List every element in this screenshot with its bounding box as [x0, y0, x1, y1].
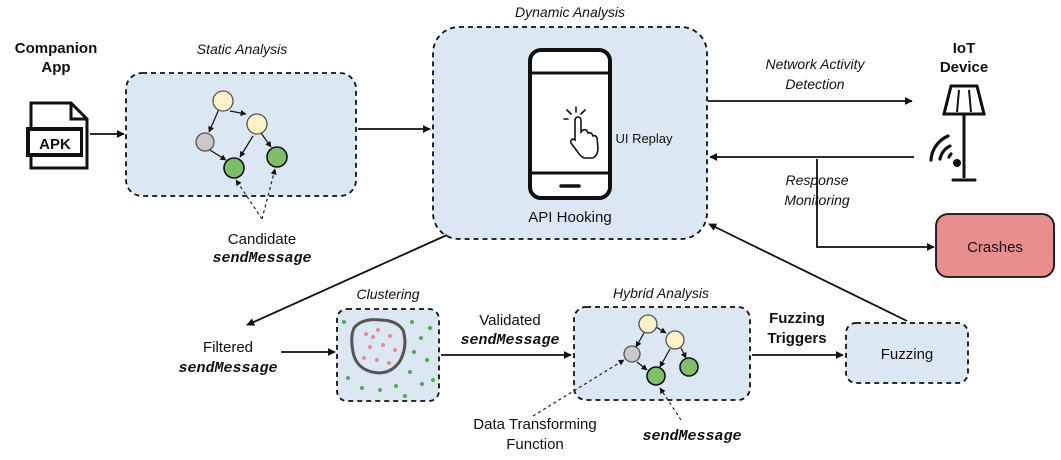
- sendmessage-pointer: [659, 387, 682, 421]
- cluster-point-outlier: [431, 378, 435, 382]
- hybrid-analysis-title: Hybrid Analysis: [613, 285, 709, 301]
- data-transforming-label-line1: Data Transforming: [473, 416, 596, 433]
- arrow-monitoring-to-crashes: [816, 159, 935, 251]
- cluster-point-outlier: [360, 386, 364, 390]
- network-activity-label-line2: Detection: [785, 76, 844, 92]
- hybrid-sendmessage-label: sendMessage: [642, 428, 741, 445]
- graph-node-sink: [266, 146, 288, 168]
- cluster-point-outlier: [408, 370, 412, 374]
- clustering-title: Clustering: [356, 286, 419, 302]
- graph-node-sink: [223, 157, 245, 179]
- ui-replay-label: UI Replay: [615, 131, 673, 146]
- fuzzing-triggers-label-line1: Fuzzing: [769, 310, 825, 327]
- graph-node: [195, 132, 215, 152]
- arrow-fuzzing-to-dynamic: [708, 223, 908, 322]
- cluster-point-outlier: [410, 320, 414, 324]
- api-hooking-label: API Hooking: [528, 209, 611, 226]
- tap-gesture-icon: [563, 106, 599, 159]
- arrow-dynamic-to-filtered: [246, 234, 448, 326]
- cluster-point-outlier: [346, 376, 350, 380]
- cluster-point-inlier: [371, 335, 375, 339]
- cluster-point-inlier: [364, 332, 368, 336]
- iot-device-label-line1: IoT: [953, 40, 976, 57]
- crashes-box: [935, 213, 1055, 278]
- static-analysis-title: Static Analysis: [197, 41, 288, 57]
- hybrid-analysis-box: [573, 306, 751, 401]
- static-analysis-box: [125, 72, 357, 197]
- apk-file-icon: [26, 101, 89, 170]
- cluster-point-outlier: [425, 358, 429, 362]
- graph-node-sink: [679, 357, 699, 377]
- smartphone-icon: [528, 48, 612, 200]
- candidate-pointer: [261, 168, 277, 220]
- fuzzing-box: [845, 322, 969, 384]
- graph-node: [623, 345, 641, 363]
- iot-lamp-icon: [942, 84, 986, 182]
- clustering-box: [336, 308, 440, 402]
- graph-node: [246, 113, 268, 135]
- cluster-point-inlier: [376, 328, 380, 332]
- cluster-point-inlier: [388, 334, 392, 338]
- fuzzing-triggers-label-line2: Triggers: [767, 330, 826, 347]
- cluster-point-inlier: [368, 345, 372, 349]
- graph-node: [665, 330, 685, 350]
- cluster-point-outlier: [378, 388, 382, 392]
- graph-node: [638, 314, 658, 334]
- candidate-sendmessage-label: sendMessage: [212, 250, 311, 267]
- cluster-point-outlier: [420, 382, 424, 386]
- cluster-points: [342, 320, 435, 398]
- validated-sendmessage-label: sendMessage: [460, 332, 559, 349]
- data-transforming-label-line2: Function: [506, 436, 564, 453]
- filtered-sendmessage-label: sendMessage: [178, 360, 277, 377]
- cluster-point-inlier: [393, 348, 397, 352]
- cluster-point-outlier: [419, 336, 423, 340]
- validated-label: Validated: [479, 312, 540, 329]
- cluster-outline: [350, 318, 407, 375]
- candidate-label: Candidate: [228, 231, 296, 248]
- cluster-point-outlier: [428, 326, 432, 330]
- dynamic-analysis-title: Dynamic Analysis: [515, 4, 625, 20]
- cluster-point-outlier: [403, 394, 407, 398]
- hybrid-call-graph: [623, 314, 699, 386]
- companion-app-label-line1: Companion: [15, 40, 98, 57]
- crashes-label: Crashes: [967, 239, 1023, 256]
- cluster-point-inlier: [375, 358, 379, 362]
- candidate-pointer: [235, 179, 263, 220]
- cluster-point-inlier: [381, 343, 385, 347]
- filtered-label: Filtered: [203, 339, 253, 356]
- companion-app-label-line2: App: [41, 59, 70, 76]
- cluster-point-outlier: [394, 384, 398, 388]
- cluster-point-outlier: [412, 350, 416, 354]
- cluster-point-outlier: [342, 320, 346, 324]
- cluster-point-inlier: [387, 361, 391, 365]
- graph-node-sink: [646, 366, 666, 386]
- graph-node: [212, 90, 234, 112]
- fuzzing-label: Fuzzing: [881, 346, 934, 363]
- apk-label: APK: [39, 136, 71, 153]
- wifi-signal-icon: [929, 134, 961, 167]
- static-call-graph: [195, 90, 288, 179]
- iot-device-label-line2: Device: [940, 59, 988, 76]
- cluster-point-inlier: [362, 356, 366, 360]
- network-activity-label-line1: Network Activity: [765, 56, 865, 72]
